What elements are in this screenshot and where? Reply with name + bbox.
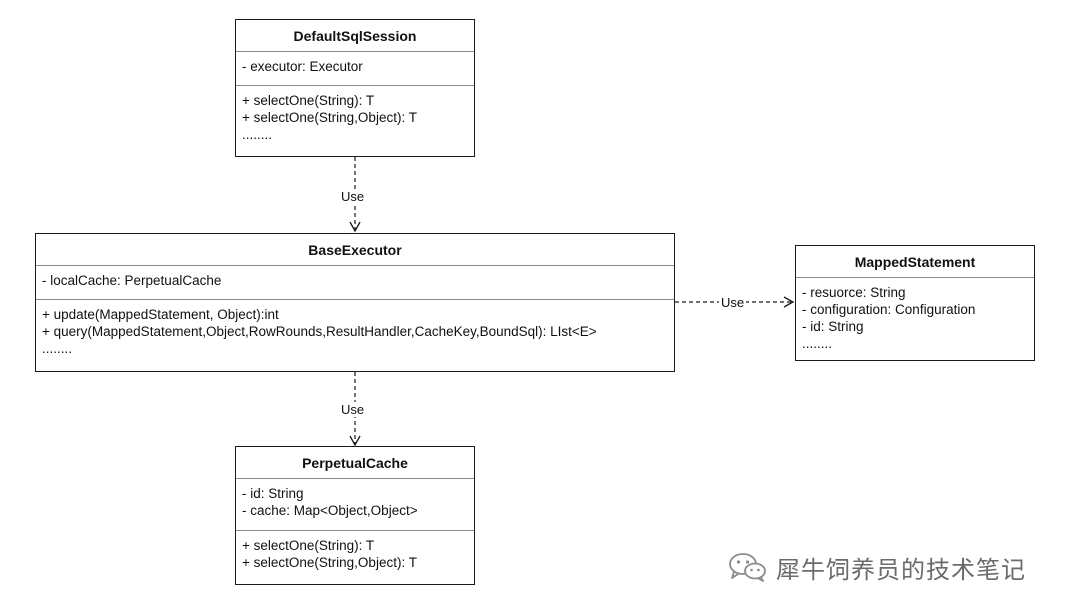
class-base-executor: BaseExecutor - localCache: PerpetualCach… [35, 233, 675, 372]
attributes-section: - localCache: PerpetualCache [36, 266, 674, 300]
attribute-line: - cache: Map<Object,Object> [242, 503, 418, 518]
class-name: BaseExecutor [36, 234, 674, 266]
method-line: + selectOne(String,Object): T [242, 110, 417, 125]
method-line: + update(MappedStatement, Object):int [42, 307, 279, 322]
use-label-executor-statement: Use [719, 295, 747, 310]
attribute-line: - executor: Executor [242, 59, 363, 74]
wechat-icon [729, 553, 766, 582]
attributes-section: - executor: Executor [236, 52, 474, 86]
method-line: + selectOne(String,Object): T [242, 555, 417, 570]
watermark: 犀牛饲养员的技术笔记 [728, 550, 1026, 584]
method-line: + selectOne(String): T [242, 93, 375, 108]
method-line: ........ [242, 127, 273, 142]
class-perpetual-cache: PerpetualCache - id: String - cache: Map… [235, 446, 475, 585]
attributes-section: - id: String - cache: Map<Object,Object> [236, 479, 474, 531]
attribute-line: - id: String [802, 319, 864, 334]
use-label-executor-cache: Use [339, 402, 367, 417]
methods-section: + update(MappedStatement, Object):int + … [36, 300, 674, 361]
attribute-line: - id: String [242, 486, 304, 501]
attribute-line: - configuration: Configuration [802, 302, 976, 317]
class-name: PerpetualCache [236, 447, 474, 479]
use-label-session-executor: Use [339, 189, 367, 204]
methods-section: + selectOne(String): T + selectOne(Strin… [236, 531, 474, 575]
class-name: MappedStatement [796, 246, 1034, 278]
attribute-line: ........ [802, 336, 833, 351]
watermark-text: 犀牛饲养员的技术笔记 [776, 555, 1026, 584]
attribute-line: - localCache: PerpetualCache [42, 273, 222, 288]
method-line: ........ [42, 341, 73, 356]
method-line: + selectOne(String): T [242, 538, 375, 553]
attribute-line: - resuorce: String [802, 285, 906, 300]
class-mapped-statement: MappedStatement - resuorce: String - con… [795, 245, 1035, 361]
class-name: DefaultSqlSession [236, 20, 474, 52]
class-default-sql-session: DefaultSqlSession - executor: Executor +… [235, 19, 475, 157]
method-line: + query(MappedStatement,Object,RowRounds… [42, 324, 597, 339]
methods-section: + selectOne(String): T + selectOne(Strin… [236, 86, 474, 147]
attributes-section: - resuorce: String - configuration: Conf… [796, 278, 1034, 356]
